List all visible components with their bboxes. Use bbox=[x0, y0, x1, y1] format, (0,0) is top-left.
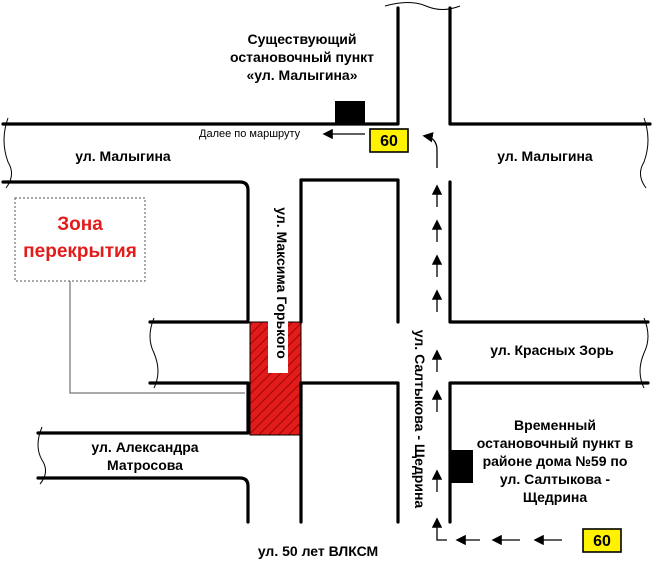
maxim-gorky-label-backing bbox=[268, 195, 288, 373]
existing-stop-label-line3: «ул. Малыгина» bbox=[247, 67, 358, 83]
temporary-stop-label-line3: районе дома №59 по bbox=[483, 453, 628, 469]
temporary-stop-label-line4: ул. Салтыкова - bbox=[500, 471, 611, 487]
saltykov-label-backing bbox=[405, 321, 425, 517]
route-60-label-top: 60 bbox=[380, 133, 398, 150]
street-malygina-left: ул. Малыгина bbox=[75, 148, 171, 164]
existing-stop-marker bbox=[335, 101, 365, 124]
route-arrows bbox=[322, 128, 562, 546]
route-60-label-bottom: 60 bbox=[593, 533, 611, 550]
temporary-stop-label-line1: Временный bbox=[514, 417, 596, 433]
route-60-badge-top bbox=[369, 128, 409, 153]
route-60-badge-bottom bbox=[582, 528, 622, 553]
further-route-label: Далее по маршруту bbox=[199, 128, 301, 140]
temporary-stop-label-line2: остановочный пункт в bbox=[477, 435, 634, 451]
street-matrosova-line1: ул. Александра bbox=[91, 439, 198, 455]
street-maxim-gorky: ул. Максима Горького bbox=[274, 207, 290, 358]
existing-stop-label-line1: Существующий bbox=[248, 31, 357, 47]
street-malygina-right: ул. Малыгина bbox=[497, 148, 593, 164]
street-saltykov-shchedrin: ул. Салтыкова - Щедрина bbox=[412, 330, 428, 509]
street-matrosova-line2: Матросова bbox=[107, 457, 183, 473]
existing-stop-label-line2: остановочный пункт bbox=[230, 49, 374, 65]
street-50-let-vlksm: ул. 50 лет ВЛКСМ bbox=[258, 543, 378, 559]
closure-zone-label-line1: Зона bbox=[57, 214, 103, 235]
street-break-marks bbox=[3, 2, 649, 485]
temporary-stop-marker bbox=[451, 450, 473, 483]
closure-zone-label-line2: перекрытия bbox=[23, 241, 137, 262]
street-krasnykh-zor: ул. Красных Зорь bbox=[490, 342, 614, 358]
road-edges bbox=[1, 6, 652, 524]
closure-zone-leader-line bbox=[69, 281, 245, 394]
temporary-stop-label-line5: Щедрина bbox=[523, 489, 588, 505]
closure-zone-label-box bbox=[14, 197, 146, 282]
